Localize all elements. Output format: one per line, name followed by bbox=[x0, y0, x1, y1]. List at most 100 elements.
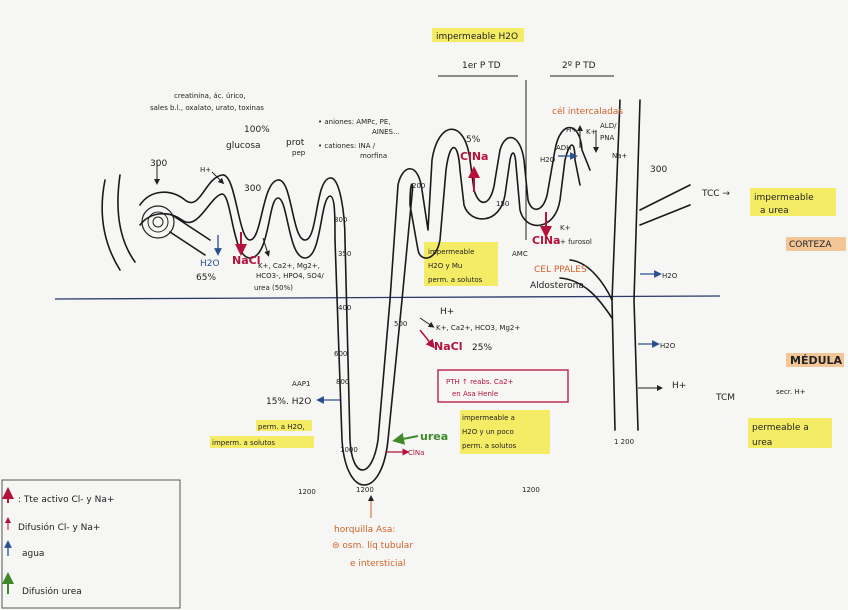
highlight-medula bbox=[786, 353, 844, 367]
distal-k-plus: K+ bbox=[586, 128, 597, 136]
distal-amc: AMC bbox=[512, 250, 528, 258]
collecting-duct bbox=[559, 99, 691, 431]
prox-h2o: H2O bbox=[200, 259, 220, 269]
legend-diffusion: Difusión Cl- y Na+ bbox=[18, 522, 100, 533]
osm-1200-d: 1 200 bbox=[614, 438, 634, 446]
distal-pct5: 5% bbox=[466, 135, 481, 145]
arrow-ions-prox bbox=[262, 237, 270, 257]
note-desc-perm-2: imperm. a solutos bbox=[212, 439, 275, 447]
prox-h-plus: H+ bbox=[200, 166, 211, 174]
arrow-nacl-asc bbox=[419, 329, 435, 349]
distal-h-plus: H+ bbox=[566, 126, 577, 134]
osm-1200-a: 1200 bbox=[298, 488, 316, 496]
proximal-tubule bbox=[139, 174, 346, 241]
prox-aniones: • aniones: AMPc, PE, bbox=[318, 118, 391, 126]
highlight-corteza bbox=[786, 237, 846, 251]
note-aqp1: AAP1 bbox=[292, 380, 310, 388]
note-horquilla-2: ⊜ osm. líq tubular bbox=[332, 541, 413, 551]
note-urea: urea bbox=[420, 430, 448, 443]
note-imp-1: impermeable bbox=[428, 248, 474, 256]
highlight-impermeable bbox=[432, 28, 524, 42]
prox-aniones2: AINES... bbox=[372, 128, 400, 136]
proximal-tubule-inner bbox=[139, 193, 336, 259]
note-asc-imp-2: H2O y un poco bbox=[462, 428, 514, 436]
cd-h-plus: H+ bbox=[672, 381, 686, 391]
distal-cel-intercaladas: cél intercaladas bbox=[552, 106, 623, 117]
pth-box bbox=[437, 369, 569, 403]
cd-h2o-1: H2O bbox=[662, 272, 678, 280]
osm-500: 500 bbox=[394, 320, 407, 328]
corteza-label: CORTEZA bbox=[789, 240, 832, 250]
cd-tcm-1: permeable a bbox=[752, 423, 809, 433]
prox-pep: pep bbox=[292, 149, 306, 157]
distal-furosol: + furosol bbox=[560, 238, 592, 246]
cd-h2o-2: H2O bbox=[660, 342, 676, 350]
arrow-h-prox bbox=[211, 171, 225, 185]
note-asc-imp-1: impermeable a bbox=[462, 414, 515, 422]
distal-clna2: ClNa bbox=[532, 234, 560, 247]
note-clna: ClNa bbox=[408, 449, 424, 457]
osm-1200-b: 1200 bbox=[356, 486, 374, 494]
note-desc-pct: 15%. H2O bbox=[266, 397, 311, 407]
highlight-asc-note bbox=[460, 410, 550, 454]
highlight-tcm bbox=[748, 418, 832, 448]
legend-water: agua bbox=[22, 549, 44, 559]
prox-h2o-pct: 65% bbox=[196, 273, 216, 283]
osm-350: 350 bbox=[338, 250, 351, 258]
note-asc-pct: 25% bbox=[472, 343, 492, 353]
distal-cel-ppales: CEL PPALES bbox=[534, 265, 587, 275]
cd-tcc-1: impermeable bbox=[754, 193, 814, 203]
prox-ions: K+, Ca2+, Mg2+, bbox=[258, 262, 320, 270]
distal-pna: PNA bbox=[600, 134, 614, 142]
note-asc-imp-3: perm. a solutos bbox=[462, 442, 517, 450]
distal-clna: ClNa bbox=[460, 150, 488, 163]
prox-cationes: • cationes: INA / bbox=[318, 142, 376, 150]
distal-h2o: H2O bbox=[540, 156, 556, 164]
cortex-medulla-line bbox=[54, 295, 721, 300]
note-asc-nacl: NaCl bbox=[434, 340, 462, 353]
first-ptd-label: 1er P TD bbox=[462, 61, 501, 71]
prox-reab-pct: 100% bbox=[244, 125, 270, 135]
legend-urea: Difusión urea bbox=[22, 586, 82, 597]
highlight-tcc bbox=[750, 188, 836, 216]
cd-tcm-sec: secr. H+ bbox=[776, 388, 806, 396]
highlight-desc-perm bbox=[256, 420, 312, 431]
distal-na-plus: Na+ bbox=[612, 152, 628, 160]
second-ptd-label: 2º P TD bbox=[562, 61, 596, 71]
highlight-desc-imperm bbox=[210, 436, 314, 448]
prox-urea: urea (50%) bbox=[254, 284, 293, 292]
distal-adh: ADH bbox=[556, 144, 571, 152]
note-pth-2: en Asa Henle bbox=[452, 390, 498, 398]
glomerulus bbox=[101, 174, 211, 271]
prox-nacl: NaCl bbox=[232, 254, 260, 267]
osm-300-glom: 300 bbox=[244, 184, 261, 194]
note-imp-2: H2O y Mu bbox=[428, 262, 462, 270]
note-pth-1: PTH ↑ reabs. Ca2+ bbox=[446, 378, 514, 386]
legend-active: : Tte activo Cl- y Na+ bbox=[18, 495, 114, 505]
impermeable-h2o-label: impermeable H2O bbox=[436, 32, 518, 42]
cd-tcm: TCM bbox=[715, 393, 735, 403]
osm-300-left: 300 bbox=[150, 159, 167, 169]
prox-secreted2: sales b.l., oxalato, urato, toxinas bbox=[150, 104, 264, 112]
distal-ald: ALD/ bbox=[600, 122, 617, 130]
osm-300-desc: 300 bbox=[334, 216, 347, 224]
prox-cationes2: morfina bbox=[360, 152, 387, 160]
medula-label: MÉDULA bbox=[790, 354, 843, 367]
cd-tcm-2: urea bbox=[752, 438, 772, 448]
distal-aldosterona: Aldosterona bbox=[530, 281, 584, 291]
osm-400: 400 bbox=[338, 304, 351, 312]
osm-1200-c: 1200 bbox=[522, 486, 540, 494]
osm-150: 150 bbox=[496, 200, 509, 208]
arrow-ions-asc bbox=[419, 317, 435, 328]
note-asc-ions: K+, Ca2+, HCO3, Mg2+ bbox=[436, 324, 520, 332]
prox-glucosa: glucosa bbox=[226, 141, 261, 151]
prox-prot: prot bbox=[286, 138, 305, 148]
distal-k-plus2: K+ bbox=[560, 224, 571, 232]
note-horquilla-1: horquilla Asa: bbox=[334, 525, 395, 535]
prox-secreted: creatinina, ác. úrico, bbox=[174, 92, 246, 100]
prox-ions2: HCO3-, HPO4, SO4/ bbox=[256, 272, 324, 280]
osm-800: 800 bbox=[336, 378, 349, 386]
osm-200: 200 bbox=[412, 182, 425, 190]
